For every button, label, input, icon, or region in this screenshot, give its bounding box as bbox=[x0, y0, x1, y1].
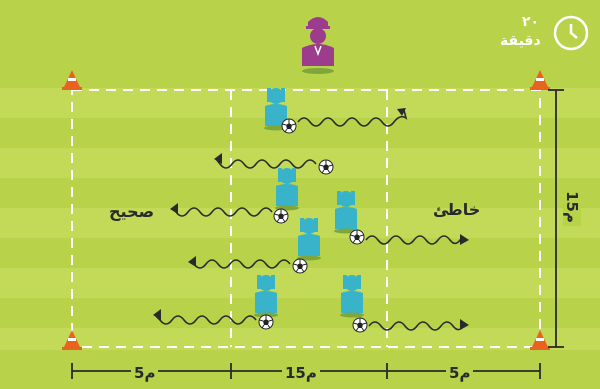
timer-number: ٢٠ bbox=[522, 14, 540, 30]
dimension-center: 15م bbox=[282, 364, 320, 382]
label-correct: صحيح bbox=[109, 202, 155, 221]
coach-icon bbox=[302, 17, 334, 74]
field-lines bbox=[71, 89, 541, 348]
ball-icon bbox=[281, 118, 297, 134]
clock-icon bbox=[553, 15, 589, 51]
ball-icon bbox=[352, 317, 368, 333]
ball-icon bbox=[292, 258, 308, 274]
player-icon bbox=[275, 168, 299, 211]
player-icon bbox=[334, 191, 358, 234]
player-icon bbox=[297, 218, 321, 261]
ball-icon bbox=[258, 314, 274, 330]
timer-unit: دقيقة bbox=[500, 33, 541, 49]
player-icon bbox=[340, 275, 364, 318]
dimension-side: 15م bbox=[562, 188, 581, 226]
dimension-right: 5م bbox=[446, 364, 474, 382]
ball-icon bbox=[318, 159, 334, 175]
player-icon bbox=[254, 275, 278, 318]
label-incorrect: خاطئ bbox=[433, 200, 481, 219]
dimension-left: 5م bbox=[131, 364, 159, 382]
ball-icon bbox=[273, 208, 289, 224]
arrow-heads bbox=[153, 108, 469, 330]
ball-icon bbox=[349, 229, 365, 245]
dribble-arrows bbox=[154, 109, 467, 331]
